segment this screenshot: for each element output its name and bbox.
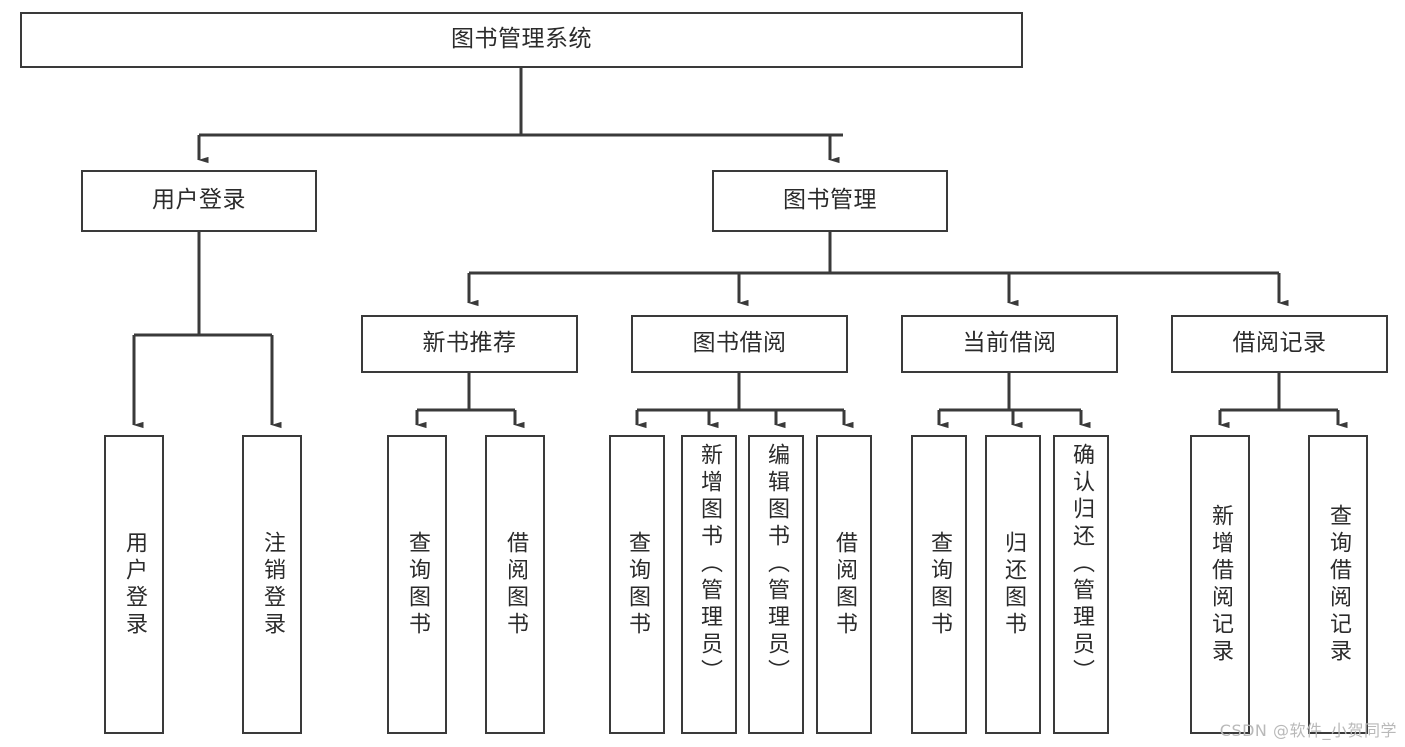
node-leaf-edit-book-label: 编辑图书（管理员） xyxy=(764,443,789,686)
node-book-borrow-label: 图书借阅 xyxy=(692,330,787,357)
node-leaf-borrow-book-1[interactable]: 借阅图书 xyxy=(485,435,545,734)
node-leaf-logout-label: 注销登录 xyxy=(260,530,285,639)
node-current-borrow[interactable]: 当前借阅 xyxy=(901,315,1118,373)
node-root[interactable]: 图书管理系统 xyxy=(20,12,1023,68)
node-user-login[interactable]: 用户登录 xyxy=(81,170,317,232)
node-book-manage-label: 图书管理 xyxy=(783,187,877,214)
node-leaf-return-book[interactable]: 归还图书 xyxy=(985,435,1041,734)
node-leaf-borrow-book-2-label: 借阅图书 xyxy=(832,530,857,639)
node-leaf-query-book-3-label: 查询图书 xyxy=(927,530,952,639)
node-leaf-confirm-return[interactable]: 确认归还（管理员） xyxy=(1053,435,1109,734)
node-book-manage[interactable]: 图书管理 xyxy=(712,170,948,232)
node-user-login-label: 用户登录 xyxy=(152,187,246,214)
node-leaf-borrow-book-1-label: 借阅图书 xyxy=(503,530,528,639)
node-leaf-add-book-label: 新增图书（管理员） xyxy=(697,443,722,686)
node-leaf-query-book-3[interactable]: 查询图书 xyxy=(911,435,967,734)
node-leaf-query-record-label: 查询借阅记录 xyxy=(1326,503,1351,666)
node-leaf-query-book-1-label: 查询图书 xyxy=(405,530,430,639)
node-leaf-query-book-2-label: 查询图书 xyxy=(625,530,650,639)
node-new-book-recommend-label: 新书推荐 xyxy=(422,330,517,357)
node-borrow-record-label: 借阅记录 xyxy=(1232,330,1327,357)
node-leaf-return-book-label: 归还图书 xyxy=(1001,530,1026,639)
node-leaf-edit-book[interactable]: 编辑图书（管理员） xyxy=(748,435,804,734)
node-leaf-query-book-2[interactable]: 查询图书 xyxy=(609,435,665,734)
node-leaf-add-book[interactable]: 新增图书（管理员） xyxy=(681,435,737,734)
watermark: CSDN @软件_小贺同学 xyxy=(1219,721,1397,740)
node-leaf-user-login-label: 用户登录 xyxy=(122,530,147,639)
node-leaf-add-record[interactable]: 新增借阅记录 xyxy=(1190,435,1250,734)
node-leaf-query-book-1[interactable]: 查询图书 xyxy=(387,435,447,734)
node-borrow-record[interactable]: 借阅记录 xyxy=(1171,315,1388,373)
node-leaf-query-record[interactable]: 查询借阅记录 xyxy=(1308,435,1368,734)
node-new-book-recommend[interactable]: 新书推荐 xyxy=(361,315,578,373)
node-leaf-borrow-book-2[interactable]: 借阅图书 xyxy=(816,435,872,734)
node-leaf-confirm-return-label: 确认归还（管理员） xyxy=(1069,443,1094,686)
node-leaf-logout[interactable]: 注销登录 xyxy=(242,435,302,734)
node-root-label: 图书管理系统 xyxy=(451,26,592,53)
node-leaf-add-record-label: 新增借阅记录 xyxy=(1208,503,1233,666)
node-book-borrow[interactable]: 图书借阅 xyxy=(631,315,848,373)
node-leaf-user-login[interactable]: 用户登录 xyxy=(104,435,164,734)
node-current-borrow-label: 当前借阅 xyxy=(962,330,1057,357)
